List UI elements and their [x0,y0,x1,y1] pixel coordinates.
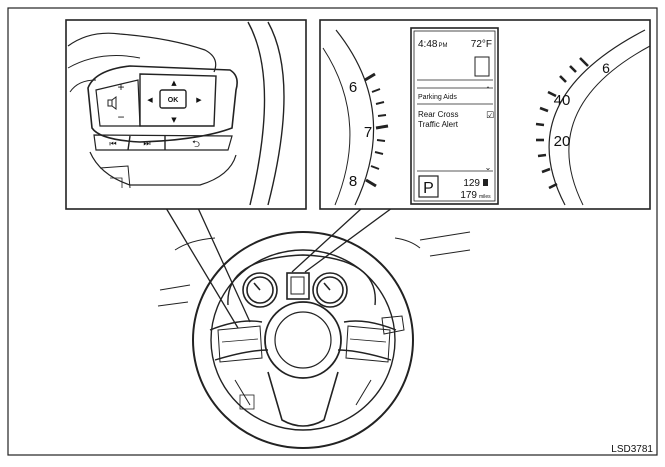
tachometer-tick-label: 6 [602,60,610,76]
figure-border [7,7,658,456]
steering-wheel-rim [192,231,414,449]
speedometer-tick-label: 8 [349,173,357,190]
range-unit: miles [479,194,491,200]
callout-lines [165,207,393,329]
gear-indicator-box [418,175,439,198]
next-track-icon: ⏭ [143,139,150,148]
left-arrow-icon: ◀ [147,96,153,104]
inset-box-controls [65,19,307,210]
left-gauge-small [242,272,278,308]
small-display-box [286,272,310,300]
scroll-down-icon: ⌄ [485,163,492,172]
volume-down-label: − [117,110,124,124]
meter-display-inset: 6 7 8 6 40 20 [319,19,651,210]
display-time: 4:48PM [418,39,447,50]
volume-up-label: + [117,80,124,94]
volume-speaker-icon [107,96,117,110]
range-value: 179 [460,190,477,201]
tachometer-tick-label: 20 [554,133,571,150]
menu-item-checkbox-icon: ☑ [486,111,494,121]
figure-code: LSD3781 [611,444,653,455]
right-arrow-icon: ▶ [196,96,202,104]
gear-indicator: P [423,180,434,197]
steering-controls-inset: + − ▲ ▼ ◀ ▶ OK ⏮ ⏭ ⮌ [65,19,307,210]
menu-item-line2: Traffic Alert [418,120,459,129]
tachometer-tick-label: 40 [554,92,571,109]
information-display: 4:48PM 72°F ⌃ Parking Aids Rear Cross Tr… [410,27,499,205]
menu-title: Parking Aids [418,94,457,101]
scroll-up-icon: ⌃ [485,86,490,93]
menu-item-line1: Rear Cross [418,110,458,119]
previous-track-icon: ⏮ [109,139,116,148]
speedometer-gauge [322,29,389,206]
display-temperature: 72°F [471,39,492,50]
speedometer-tick-label: 7 [364,124,372,141]
ok-button-label: OK [168,97,179,104]
speedometer-tick-label: 6 [349,79,357,96]
steering-hub [264,301,342,379]
vehicle-status-icon [474,56,490,77]
steering-wheel-inner-rim [210,249,396,431]
right-gauge-small [312,272,348,308]
fuel-value: 129 [463,178,480,189]
down-arrow-icon: ▼ [171,116,177,124]
up-arrow-icon: ▲ [171,79,177,87]
steering-wheel-illustration [157,231,471,449]
tachometer-gauge [535,29,651,206]
back-icon: ⮌ [192,139,200,150]
fuel-pump-icon [483,179,488,186]
